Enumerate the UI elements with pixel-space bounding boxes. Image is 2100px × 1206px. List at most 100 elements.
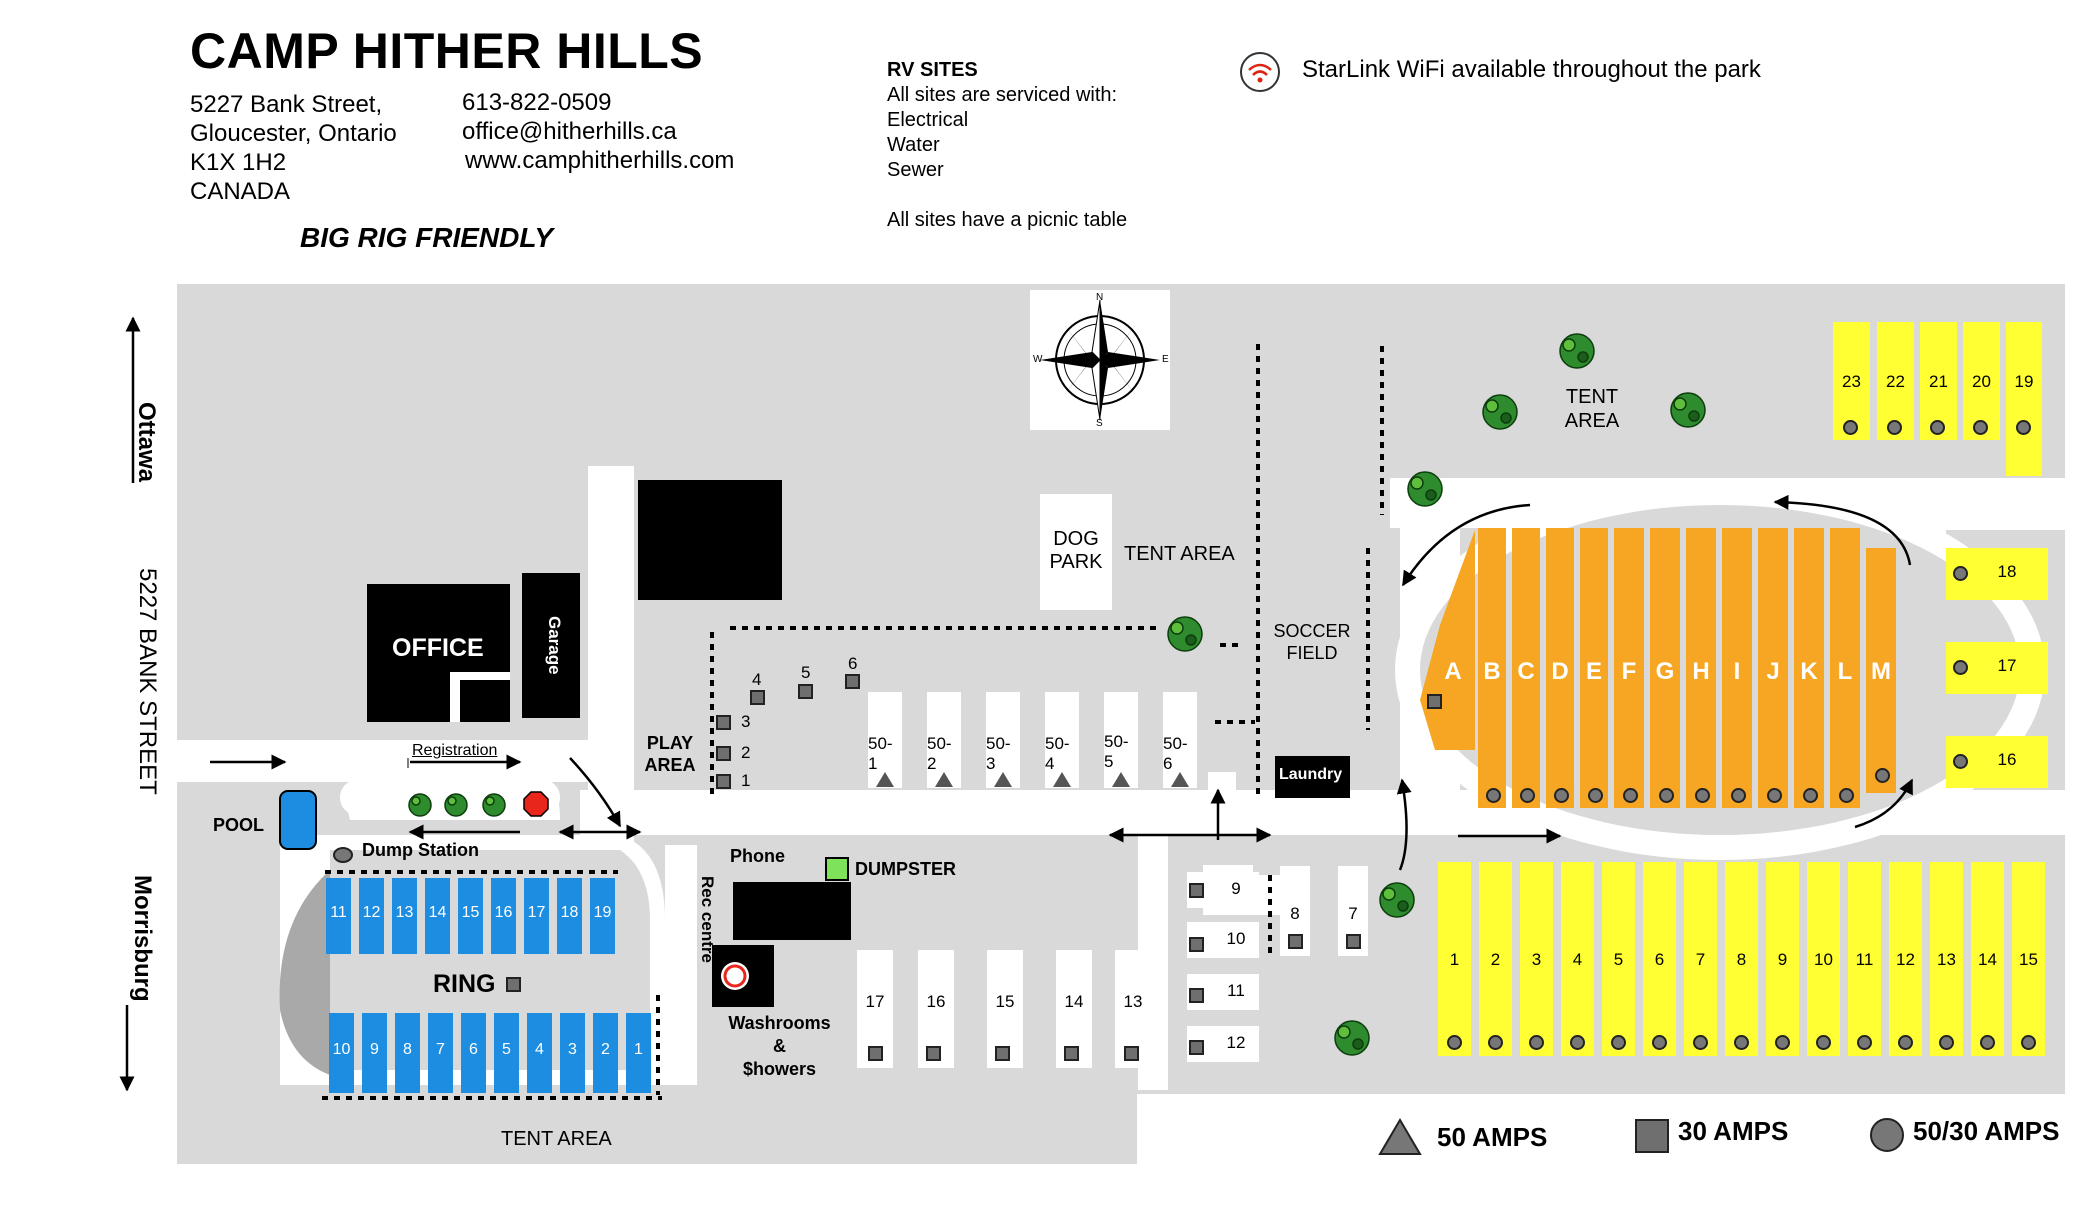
garage-label: Garage xyxy=(545,616,564,675)
site-10[interactable]: 10 xyxy=(1807,862,1840,1056)
phone-label: Phone xyxy=(730,846,786,866)
ring-site-16[interactable]: 16 xyxy=(491,878,516,954)
site-5[interactable]: 5 xyxy=(1602,862,1635,1056)
legend-30-amp-icon xyxy=(1635,1119,1669,1153)
ring-site-2[interactable]: 2 xyxy=(593,1013,618,1093)
legend-50-30-amp-icon xyxy=(1870,1118,1904,1152)
play-site-6-marker xyxy=(845,674,860,689)
site-G[interactable]: G xyxy=(1650,528,1680,808)
ring-site-12[interactable]: 12 xyxy=(359,878,384,954)
mid-site-13[interactable]: 13 xyxy=(1115,950,1151,1068)
road-south-label: Morrisburg xyxy=(129,875,156,1002)
ring-site-4[interactable]: 4 xyxy=(527,1013,552,1093)
rv-line-3: Water xyxy=(887,134,940,156)
site-7[interactable]: 7 xyxy=(1684,862,1717,1056)
play-site-3-marker xyxy=(716,715,731,730)
play-site-4-marker xyxy=(750,690,765,705)
site-9[interactable]: 9 xyxy=(1766,862,1799,1056)
compass-n: N xyxy=(1096,292,1104,303)
washrooms-label: Washrooms & $howers xyxy=(728,1013,831,1079)
ring-site-3[interactable]: 3 xyxy=(560,1013,585,1093)
compass-s: S xyxy=(1096,418,1103,429)
site-D[interactable]: D xyxy=(1546,528,1574,808)
site-K[interactable]: K xyxy=(1794,528,1824,808)
play-site-6[interactable]: 6 xyxy=(848,654,858,673)
ring-site-9[interactable]: 9 xyxy=(362,1013,387,1093)
play-site-4[interactable]: 4 xyxy=(752,670,762,689)
site-8[interactable]: 8 xyxy=(1725,862,1758,1056)
address-line-3: K1X 1H2 xyxy=(190,149,287,176)
ring-site-18[interactable]: 18 xyxy=(557,878,582,954)
rec-centre-building xyxy=(733,882,851,940)
email-link[interactable]: office@hitherhills.ca xyxy=(462,118,677,145)
site-6[interactable]: 6 xyxy=(1643,862,1676,1056)
site-I[interactable]: I xyxy=(1722,528,1752,808)
legend-50-30-amps: 50/30 AMPS xyxy=(1913,1116,2060,1146)
park-ground-bottom xyxy=(177,1094,1137,1164)
ring-site-11[interactable]: 11 xyxy=(326,878,351,954)
ring-site-19[interactable]: 19 xyxy=(590,878,615,954)
phone-number[interactable]: 613-822-0509 xyxy=(462,89,612,116)
site-F[interactable]: F xyxy=(1614,528,1644,808)
play-site-5-marker xyxy=(798,684,813,699)
site-H[interactable]: H xyxy=(1686,528,1716,808)
play-area-label: PLAY AREA xyxy=(644,733,696,775)
site-C[interactable]: C xyxy=(1512,528,1540,808)
ring-site-17[interactable]: 17 xyxy=(524,878,549,954)
site-A[interactable]: A xyxy=(1444,658,1462,685)
site-L[interactable]: L xyxy=(1830,528,1860,808)
site-1[interactable]: 1 xyxy=(1438,862,1471,1056)
play-site-1[interactable]: 1 xyxy=(741,771,751,790)
ring-site-6[interactable]: 6 xyxy=(461,1013,486,1093)
site-4[interactable]: 4 xyxy=(1561,862,1594,1056)
site-B[interactable]: B xyxy=(1478,528,1506,808)
ring-site-10[interactable]: 10 xyxy=(329,1013,354,1093)
ring-site-13[interactable]: 13 xyxy=(392,878,417,954)
play-site-5[interactable]: 5 xyxy=(801,663,811,682)
site-E[interactable]: E xyxy=(1580,528,1608,808)
site-19[interactable]: 19 xyxy=(2006,322,2042,476)
laundry-building xyxy=(1275,756,1350,798)
compass-w: W xyxy=(1033,354,1043,365)
compass-e: E xyxy=(1162,354,1169,365)
site-12[interactable]: 12 xyxy=(1889,862,1922,1056)
site-15[interactable]: 15 xyxy=(2012,862,2045,1056)
legend-30-amps: 30 AMPS xyxy=(1678,1116,1789,1146)
address-block: 5227 Bank Street, Gloucester, Ontario K1… xyxy=(190,90,397,206)
north-building xyxy=(638,480,782,600)
legend-50-amps: 50 AMPS xyxy=(1437,1122,1548,1152)
rv-sites-heading: RV SITES xyxy=(887,59,978,81)
rv-sites-info: RV SITES All sites are serviced with: El… xyxy=(887,58,1127,233)
site-J[interactable]: J xyxy=(1758,528,1788,808)
play-site-3[interactable]: 3 xyxy=(741,712,751,731)
site-11[interactable]: 11 xyxy=(1848,862,1881,1056)
rv-line-1: All sites are serviced with: xyxy=(887,84,1118,106)
tent-area-bottom-label: TENT AREA xyxy=(501,1128,612,1150)
dump-station-label: Dump Station xyxy=(362,840,479,860)
soccer-field-label: SOCCER FIELD xyxy=(1273,621,1351,663)
site-3[interactable]: 3 xyxy=(1520,862,1553,1056)
pool xyxy=(279,790,317,850)
dumpster xyxy=(825,857,849,881)
ring-30-amp-marker xyxy=(506,977,521,992)
play-site-2[interactable]: 2 xyxy=(741,743,751,762)
website-link[interactable]: www.camphitherhills.com xyxy=(465,147,735,174)
wifi-text: StarLink WiFi available throughout the p… xyxy=(1302,56,1761,83)
ring-site-7[interactable]: 7 xyxy=(428,1013,453,1093)
ring-site-5[interactable]: 5 xyxy=(494,1013,519,1093)
traffic-arrows xyxy=(119,316,1914,1092)
ring-site-1[interactable]: 1 xyxy=(626,1013,651,1093)
ring-site-14[interactable]: 14 xyxy=(425,878,450,954)
street-label: 5227 BANK STREET xyxy=(134,568,161,795)
rec-lane xyxy=(665,845,697,1085)
site-14[interactable]: 14 xyxy=(1971,862,2004,1056)
ring-site-8[interactable]: 8 xyxy=(395,1013,420,1093)
dump-station-marker xyxy=(333,847,353,863)
ring-site-15[interactable]: 15 xyxy=(458,878,483,954)
site-13[interactable]: 13 xyxy=(1930,862,1963,1056)
tagline: BIG RIG FRIENDLY xyxy=(300,222,554,253)
site-2[interactable]: 2 xyxy=(1479,862,1512,1056)
dumpster-label: DUMPSTER xyxy=(855,859,957,879)
site-M[interactable]: M xyxy=(1866,548,1896,793)
pool-label: POOL xyxy=(213,815,265,835)
